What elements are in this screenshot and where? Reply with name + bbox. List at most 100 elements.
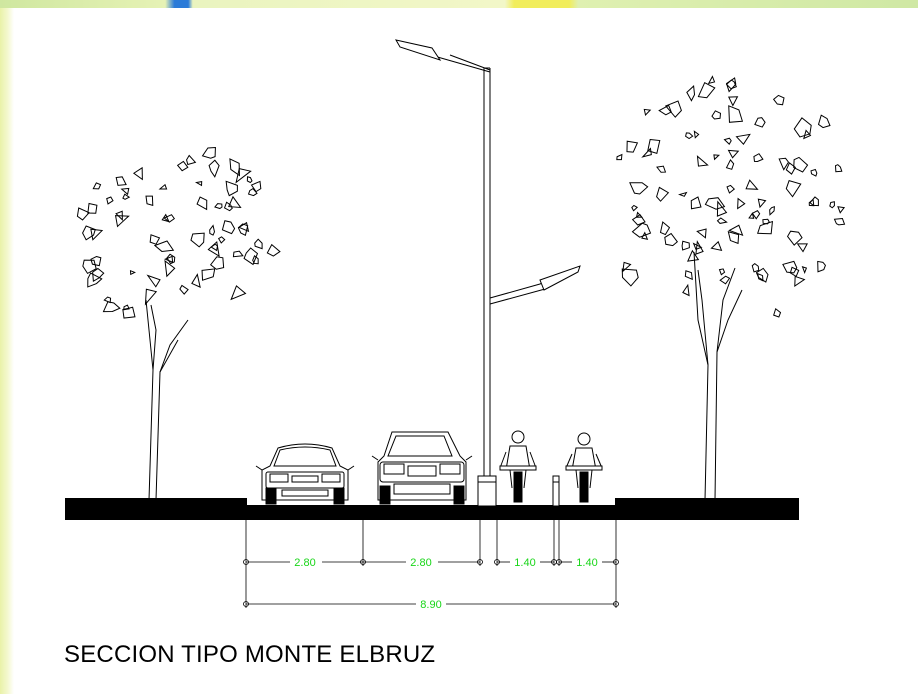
leaf-shape [209,224,216,236]
leaf-shape [793,117,812,138]
leaf-shape [214,203,223,210]
cyclist-left [499,430,537,503]
leaf-shape [647,138,661,155]
leaf-shape [682,283,690,297]
leaf-shape [725,159,735,170]
leaf-shape [796,243,808,253]
leaf-shape [727,231,740,245]
leaf-shape [692,242,703,250]
leaf-shape [751,262,760,273]
leaf-shape [158,183,168,190]
leaf-shape [246,176,253,184]
leaf-shape [186,154,197,166]
car-suv [371,431,473,505]
leaf-shape [834,164,843,173]
leaf-shape [92,267,105,283]
leaf-shape [726,184,736,194]
dimension-lane-2: 2.80 [410,557,431,569]
leaf-shape [678,191,688,197]
bollard [552,475,560,507]
leaf-shape [247,187,258,197]
leaf-shape [194,181,203,187]
leaf-shape [728,96,739,107]
leaf-shape [626,140,639,153]
leaf-shape [616,153,623,161]
leaf-shape [201,146,216,159]
leaf-shape [656,186,670,202]
leaf-shape [794,275,806,288]
leaf-shape [122,306,136,319]
leaf-shape [786,230,803,246]
leaf-shape [144,288,158,306]
leaf-shape [735,133,751,146]
leaf-shape [817,114,831,129]
leaf-shape [132,166,143,181]
left-tree-trunk [145,299,189,501]
leaf-shape [87,272,103,288]
leaf-shape [243,247,259,266]
left-tree-foliage [76,146,281,319]
leaf-shape [664,100,682,118]
leaf-shape [693,130,700,139]
leaf-shape [266,243,281,257]
right-tree-trunk [693,251,743,501]
section-title: SECCION TIPO MONTE ELBRUZ [64,641,436,668]
cyclist-right [565,432,603,503]
leaf-shape [123,304,130,311]
leaf-shape [728,224,744,237]
leaf-shape [837,206,846,214]
leaf-shape [207,240,220,258]
leaf-shape [230,285,247,301]
leaf-shape [719,275,731,285]
leaf-shape [681,240,690,251]
leaf-shape [229,158,241,177]
leaf-shape [755,267,769,283]
leaf-shape [217,236,226,244]
leaf-shape [727,149,740,159]
leaf-shape [115,210,123,221]
leaf-shape [745,179,759,190]
leaf-shape [817,260,826,273]
leaf-shape [190,232,205,248]
leaf-shape [757,220,774,235]
leaf-shape [793,156,809,173]
leaf-shape [145,195,154,206]
leaf-shape [643,108,652,117]
leaf-shape [697,81,716,99]
leaf-shape [711,110,722,120]
dimension-lines [243,520,619,608]
leaf-shape [704,197,726,210]
dimension-bike-lane-1: 1.40 [514,557,535,569]
leaf-shape [687,249,700,262]
leaf-shape [778,157,790,171]
leaf-shape [232,250,244,258]
car-compact [255,443,355,505]
frame-top-edge [0,0,918,8]
leaf-shape [163,255,174,264]
leaf-shape [129,269,136,276]
leaf-shape [163,214,176,223]
leaf-shape [690,196,702,210]
leaf-shape [250,180,262,193]
leaf-shape [723,137,732,145]
leaf-shape [629,182,649,195]
leaf-shape [696,155,709,167]
leaf-shape [149,234,161,245]
leaf-shape [769,205,775,216]
leaf-shape [809,196,819,207]
leaf-shape [82,225,96,241]
leaf-shape [115,176,127,186]
leaf-shape [631,204,639,212]
leaf-shape [789,266,800,278]
leaf-shape [228,195,242,209]
leaf-shape [631,222,652,238]
leaf-shape [122,193,131,200]
leaf-shape [685,132,694,140]
leaf-shape [684,270,693,281]
leaf-shape [753,153,764,162]
leaf-shape [208,159,220,178]
leaf-shape [782,260,798,274]
leaf-shape [659,221,671,236]
leaf-shape [223,201,233,212]
leaf-shape [773,307,782,318]
